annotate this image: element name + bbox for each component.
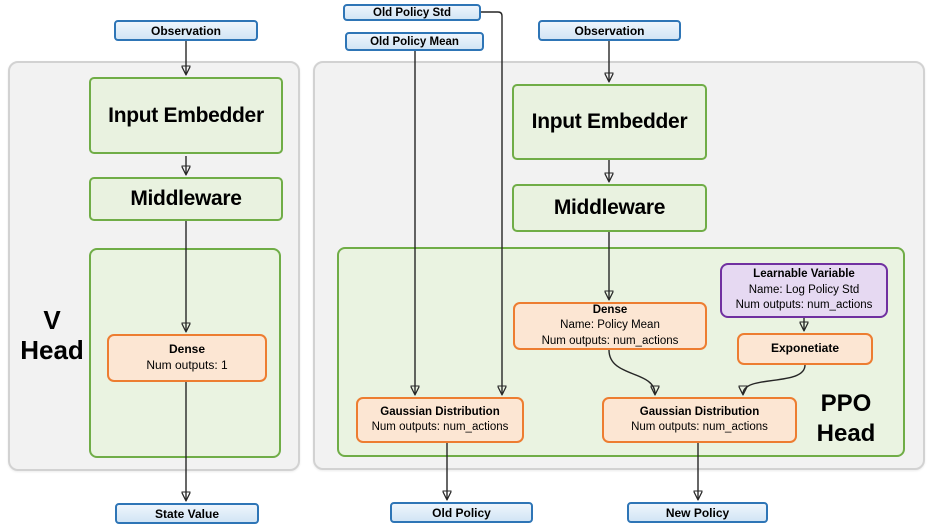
old-policy-mean-box: Old Policy Mean [345, 32, 484, 51]
old-policy-std-label: Old Policy Std [373, 6, 451, 19]
old-policy-mean-label: Old Policy Mean [370, 35, 459, 48]
observation-right-label: Observation [574, 23, 645, 38]
gaussian-distribution-old-box: Gaussian Distribution Num outputs: num_a… [356, 397, 524, 443]
gaussian-old-outputs: Num outputs: num_actions [371, 421, 509, 433]
state-value-box: State Value [115, 503, 259, 524]
dense-policy-mean-outputs: Num outputs: num_actions [541, 334, 679, 347]
dense-policy-mean-title: Dense [592, 304, 628, 317]
new-policy-box: New Policy [627, 502, 768, 523]
input-embedder-right-label: Input Embedder [531, 110, 688, 133]
input-embedder-left-label: Input Embedder [108, 103, 264, 127]
ppo-head-label: PPO Head [798, 388, 894, 450]
observation-left-label: Observation [150, 23, 222, 38]
learnable-variable-box: Learnable Variable Name: Log Policy Std … [720, 263, 888, 318]
observation-left-box: Observation [114, 20, 258, 41]
gaussian-old-title: Gaussian Distribution [380, 405, 500, 418]
learnable-variable-outputs: Num outputs: num_actions [735, 299, 873, 312]
middleware-right-label: Middleware [553, 196, 666, 219]
observation-right-box: Observation [538, 20, 681, 41]
learnable-variable-name: Name: Log Policy Std [748, 283, 860, 296]
middleware-left-box: Middleware [89, 177, 283, 221]
state-value-label: State Value [154, 506, 220, 521]
dense-v-box: Dense Num outputs: 1 [107, 334, 267, 382]
dense-v-title: Dense [168, 342, 206, 357]
gaussian-new-title: Gaussian Distribution [639, 405, 760, 418]
v-head-label: V Head [18, 302, 86, 370]
old-policy-label: Old Policy [432, 505, 491, 520]
input-embedder-left-box: Input Embedder [89, 77, 283, 154]
gaussian-distribution-new-box: Gaussian Distribution Num outputs: num_a… [602, 397, 797, 443]
dense-v-outputs: Num outputs: 1 [146, 358, 228, 372]
v-head-label-line1: V [43, 305, 61, 336]
old-policy-std-box: Old Policy Std [343, 4, 481, 21]
ppo-head-label-line2: Head [816, 420, 876, 447]
ppo-head-label-line1: PPO [820, 390, 872, 417]
v-head-label-line2: Head [20, 335, 84, 365]
learnable-variable-title: Learnable Variable [753, 268, 855, 281]
middleware-right-box: Middleware [512, 184, 707, 232]
dense-policy-mean-box: Dense Name: Policy Mean Num outputs: num… [513, 302, 707, 350]
exponetiate-label: Exponetiate [770, 341, 839, 356]
input-embedder-right-box: Input Embedder [512, 84, 707, 160]
old-policy-box: Old Policy [390, 502, 533, 523]
dense-policy-mean-name: Name: Policy Mean [560, 319, 660, 332]
gaussian-new-outputs: Num outputs: num_actions [631, 421, 768, 433]
new-policy-label: New Policy [665, 505, 730, 520]
exponetiate-box: Exponetiate [737, 333, 873, 365]
middleware-left-label: Middleware [130, 187, 242, 210]
